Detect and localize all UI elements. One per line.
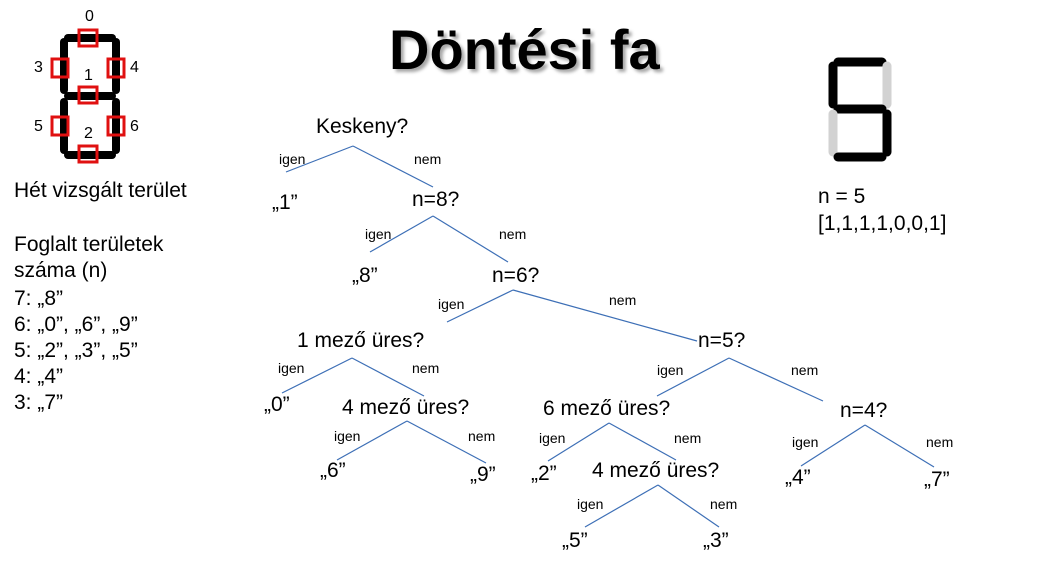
probe-region-0: [77, 28, 99, 48]
edge-label-yes: igen: [792, 434, 819, 450]
leaf-digit-8: „8”: [352, 264, 378, 287]
example-vector: [1,1,1,1,0,0,1]: [818, 212, 947, 235]
edge-label-no: nem: [412, 360, 440, 376]
edge-label-yes: igen: [365, 226, 392, 242]
edge-line: [352, 145, 434, 188]
leaf-digit-1: „1”: [272, 191, 298, 214]
legend-heading: Hét vizsgált terület: [14, 179, 187, 202]
leaf-digit-2: „2”: [531, 462, 557, 485]
edge-line: [285, 145, 354, 173]
edge-label-no: nem: [674, 430, 702, 446]
leaf-digit-9: „9”: [470, 463, 496, 486]
edge-label-yes: igen: [279, 151, 306, 167]
leaf-digit-5: „5”: [562, 529, 588, 552]
legend-item: 6: „0”, „6”, „9”: [14, 313, 138, 336]
segment-number-2: 2: [84, 125, 93, 142]
edge-line: [446, 289, 514, 323]
edge-label-yes: igen: [438, 296, 465, 312]
edge-line: [608, 422, 677, 461]
segment-number-0: 0: [85, 8, 94, 25]
leaf-digit-6: „6”: [320, 459, 346, 482]
segment-number-4: 4: [130, 59, 139, 76]
edge-line: [512, 289, 698, 342]
node-n5: n=5?: [698, 329, 746, 352]
leaf-digit-0: „0”: [264, 393, 290, 416]
legend-subheading-cont: száma (n): [14, 259, 108, 282]
edge-line: [369, 215, 434, 253]
edge-label-no: nem: [609, 292, 637, 308]
edge-line: [547, 422, 610, 462]
legend-item: 4: „4”: [14, 365, 64, 388]
edge-line: [406, 420, 487, 464]
node-keskeny: Keskeny?: [316, 115, 409, 138]
edge-label-yes: igen: [278, 360, 305, 376]
node-n8: n=8?: [412, 188, 460, 211]
edge-label-no: nem: [791, 362, 819, 378]
edge-label-yes: igen: [657, 362, 684, 378]
edge-line: [336, 420, 408, 461]
edge-label-yes: igen: [577, 496, 604, 512]
segment-number-3: 3: [34, 59, 43, 76]
segment-number-6: 6: [130, 118, 139, 135]
node-mezo1: 1 mező üres?: [297, 329, 425, 352]
edge-label-no: nem: [926, 434, 954, 450]
legend-item: 7: „8”: [14, 287, 64, 310]
edge-label-no: nem: [710, 496, 738, 512]
probe-region-6: [106, 115, 126, 137]
edge-line: [864, 424, 935, 468]
node-mezo4b: 4 mező üres?: [592, 459, 720, 482]
edge-label-yes: igen: [334, 428, 361, 444]
probe-region-2: [77, 144, 99, 164]
edge-line: [281, 357, 353, 394]
segment-number-1: 1: [84, 67, 93, 84]
probe-region-4: [106, 57, 126, 79]
edge-line: [351, 357, 425, 397]
edge-line: [584, 484, 659, 528]
leaf-digit-4: „4”: [785, 466, 811, 489]
edge-line: [432, 215, 509, 263]
edge-line: [728, 357, 824, 402]
segment-number-5: 5: [34, 118, 43, 135]
edge-label-no: nem: [499, 226, 527, 242]
legend-item: 3: „7”: [14, 391, 64, 414]
edge-line: [656, 357, 730, 397]
page-title: Döntési fa: [389, 18, 660, 81]
node-n6: n=6?: [492, 264, 540, 287]
legend-subheading: Foglalt területek: [14, 233, 164, 256]
edge-line: [657, 484, 720, 528]
legend-item: 5: „2”, „3”, „5”: [14, 339, 138, 362]
probe-region-3: [50, 57, 70, 79]
example-n-value: n = 5: [818, 185, 866, 208]
node-n4: n=4?: [840, 399, 888, 422]
leaf-digit-7: „7”: [924, 468, 950, 491]
probe-region-5: [50, 115, 70, 137]
node-mezo6: 6 mező üres?: [543, 397, 671, 420]
edge-label-no: nem: [468, 428, 496, 444]
probe-region-1: [77, 85, 99, 105]
edge-label-yes: igen: [539, 430, 566, 446]
node-mezo4a: 4 mező üres?: [342, 396, 470, 419]
leaf-digit-3: „3”: [703, 529, 729, 552]
edge-line: [800, 424, 866, 467]
edge-label-no: nem: [414, 151, 442, 167]
